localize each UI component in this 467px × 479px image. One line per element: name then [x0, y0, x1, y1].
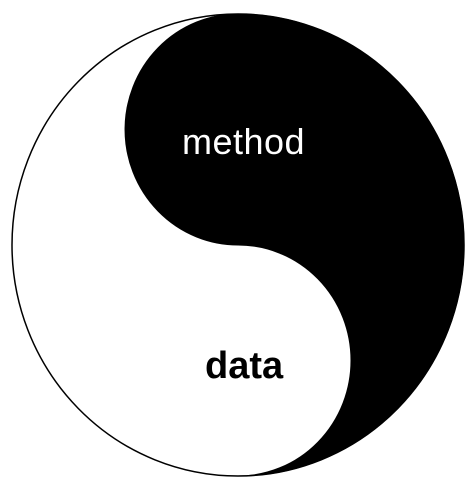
- method-label: method: [182, 121, 306, 162]
- dark-half: [124, 13, 465, 477]
- data-label: data: [205, 345, 284, 387]
